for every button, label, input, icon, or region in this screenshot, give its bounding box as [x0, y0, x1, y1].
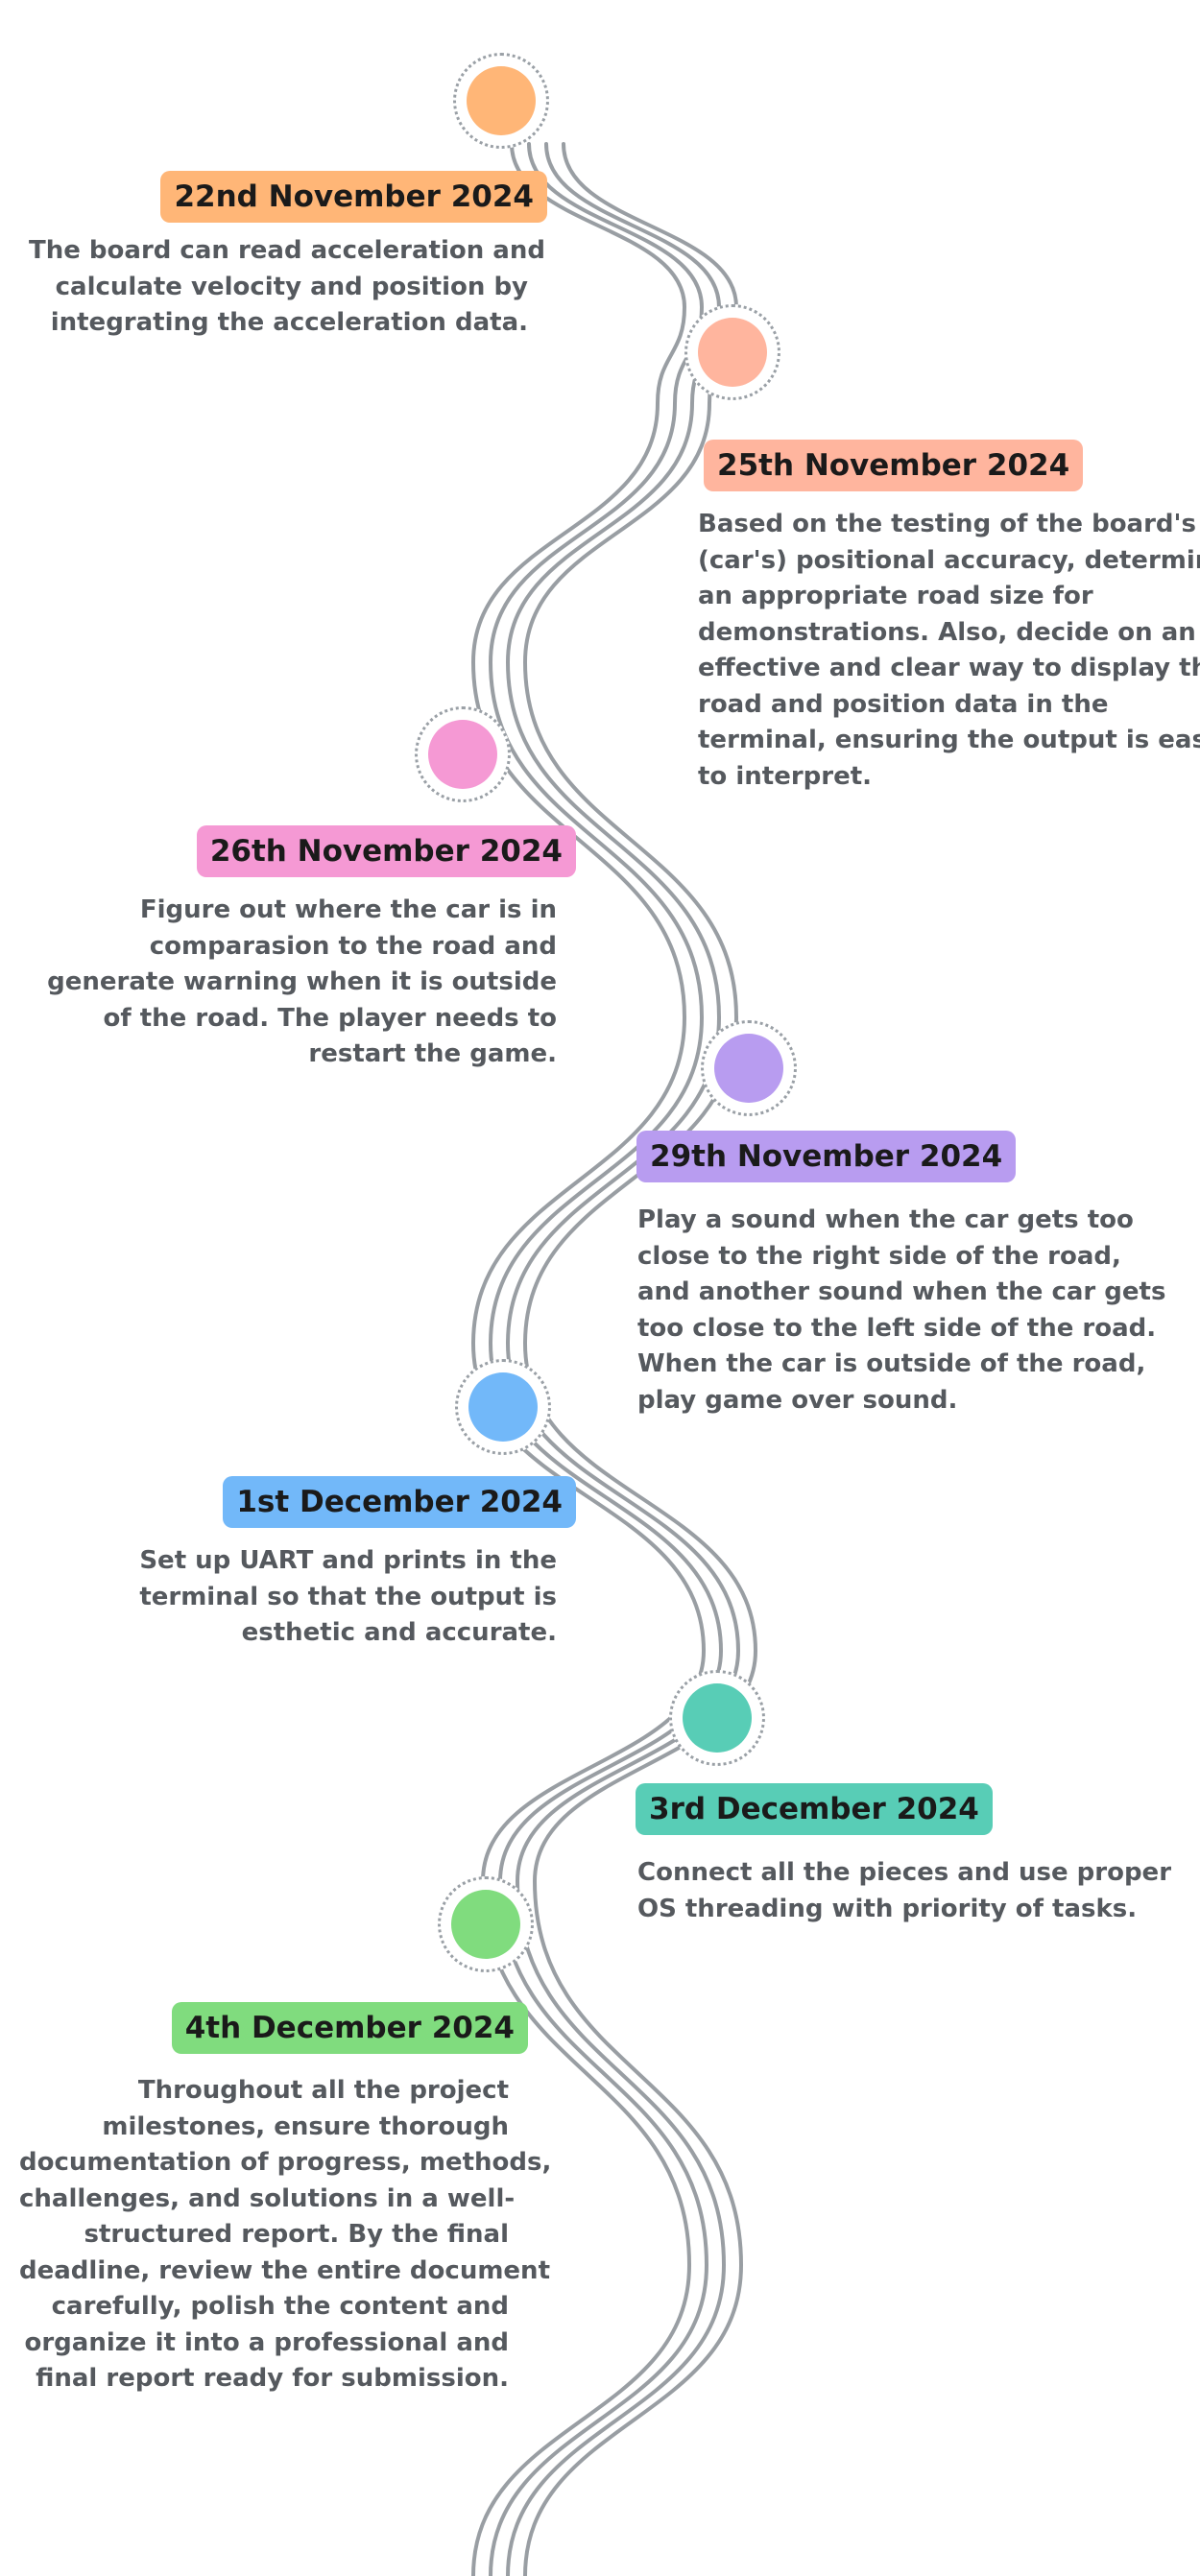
description-line: deadline, review the entire document: [19, 2255, 550, 2285]
marker-dot: [467, 66, 536, 135]
description-line: Connect all the pieces and use proper: [637, 1858, 1172, 1887]
description-line: Based on the testing of the board's: [698, 510, 1196, 538]
description-line: integrating the acceleration data.: [50, 308, 528, 337]
milestone-marker: [669, 1670, 765, 1766]
description-line: milestones, ensure thorough: [102, 2111, 509, 2141]
description-line: Set up UART and prints in the: [139, 1546, 557, 1575]
road-line: [522, 142, 758, 2576]
description-line: challenges, and solutions in a well-: [19, 2183, 516, 2213]
description-line: organize it into a professional and: [24, 2327, 510, 2357]
description-line: road and position data in the: [698, 689, 1109, 719]
marker-dot: [714, 1034, 783, 1103]
milestone-description: Play a sound when the car gets too close …: [637, 1203, 1166, 1419]
milestone-date: 3rd December 2024: [636, 1783, 993, 1835]
marker-dot: [451, 1890, 520, 1959]
milestone-description: Figure out where the car is in comparasio…: [38, 893, 557, 1073]
description-line: structured report. By the final: [84, 2220, 510, 2249]
description-line: effective and clear way to display the: [698, 654, 1200, 682]
milestone-description: Connect all the pieces and use proper OS …: [637, 1855, 1172, 1927]
road-line: [470, 142, 707, 2576]
description-line: carefully, polish the content and: [51, 2292, 509, 2321]
milestone-description: Set up UART and prints in the terminal so…: [38, 1543, 557, 1652]
road-line: [488, 142, 724, 2576]
milestone-description: Throughout all the project milestones, en…: [19, 2073, 552, 2397]
description-line: to interpret.: [698, 761, 873, 791]
milestone-marker: [453, 53, 549, 149]
description-line: final report ready for submission.: [36, 2364, 509, 2393]
marker-dot: [468, 1372, 538, 1442]
description-line: esthetic and accurate.: [241, 1618, 557, 1647]
milestone-date: 4th December 2024: [171, 2002, 528, 2054]
marker-dot: [428, 720, 497, 789]
description-line: Figure out where the car is in: [139, 895, 557, 924]
milestone-marker: [415, 706, 511, 802]
milestone-date: 1st December 2024: [223, 1476, 576, 1528]
description-line: Play a sound when the car gets too: [637, 1205, 1134, 1234]
milestone-date: 29th November 2024: [636, 1131, 1017, 1182]
description-line: of the road. The player needs to: [103, 1003, 557, 1033]
description-line: restart the game.: [308, 1039, 557, 1068]
milestone-description: The board can read acceleration and calcu…: [29, 233, 545, 342]
road-line: [505, 142, 741, 2576]
description-line: close to the right side of the road,: [637, 1241, 1121, 1271]
milestone-date: 26th November 2024: [196, 825, 576, 877]
description-line: terminal so that the output is: [139, 1582, 557, 1611]
description-line: comparasion to the road and: [149, 931, 557, 961]
description-line: too close to the left side of the road.: [637, 1313, 1157, 1343]
marker-dot: [698, 318, 767, 387]
milestone-date: 25th November 2024: [704, 440, 1084, 491]
milestone-marker: [684, 304, 780, 400]
description-line: demonstrations. Also, decide on an: [698, 617, 1196, 647]
milestone-marker: [701, 1020, 797, 1116]
description-line: OS threading with priority of tasks.: [637, 1894, 1138, 1923]
description-line: terminal, ensuring the output is easy: [698, 726, 1200, 754]
milestone-description: Based on the testing of the board's (car'…: [698, 507, 1200, 795]
description-line: The board can read acceleration and: [29, 236, 545, 265]
description-line: documentation of progress, methods,: [19, 2148, 552, 2177]
description-line: and another sound when the car gets: [637, 1277, 1166, 1306]
description-line: Throughout all the project: [137, 2076, 509, 2105]
description-line: generate warning when it is outside: [47, 967, 557, 996]
marker-dot: [683, 1683, 752, 1753]
description-line: play game over sound.: [637, 1385, 958, 1415]
description-line: When the car is outside of the road,: [637, 1349, 1146, 1378]
milestone-date: 22nd November 2024: [160, 171, 547, 223]
description-line: (car's) positional accuracy, determine: [698, 545, 1200, 575]
description-line: calculate velocity and position by: [55, 272, 528, 301]
description-line: an appropriate road size for: [698, 582, 1093, 610]
milestone-marker: [455, 1359, 551, 1455]
milestone-marker: [438, 1876, 534, 1972]
